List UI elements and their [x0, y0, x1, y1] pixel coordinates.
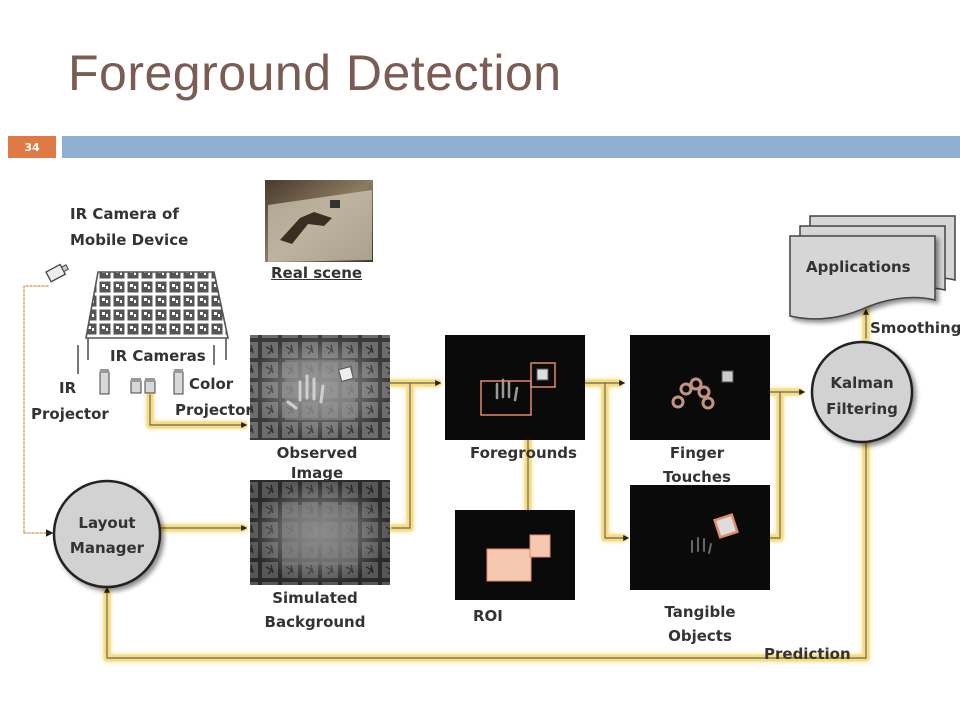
smoothing-label: Smoothing	[870, 319, 960, 337]
ir-cameras-label: IR Cameras	[110, 347, 206, 365]
finger-touches-label-line2: Touches	[663, 468, 731, 486]
tangible-objects-label-line2: Objects	[668, 627, 732, 645]
roi-label: ROI	[473, 607, 503, 625]
kalman-label-line2: Filtering	[826, 400, 898, 418]
ir-camera-label-line2: Mobile Device	[70, 231, 189, 249]
ir-camera-label-line1: IR Camera of	[70, 205, 179, 223]
color-projector-label-line2: Projector	[175, 401, 253, 419]
foregrounds-image	[445, 335, 585, 440]
tangible-objects-label-line1: Tangible	[664, 603, 736, 621]
color-projector-label-line1: Color	[189, 375, 234, 393]
flow-connectors	[23, 285, 870, 662]
finger-touches-label-line1: Finger	[669, 444, 725, 462]
prediction-label: Prediction	[764, 645, 851, 663]
observed-image-label-line1: Observed	[276, 444, 358, 462]
slide-number: 34	[8, 136, 56, 158]
simulated-background-label-line1: Simulated	[272, 589, 358, 607]
kalman-filtering-node	[810, 340, 914, 444]
layout-manager-node	[52, 479, 162, 589]
foregrounds-label: Foregrounds	[470, 444, 577, 462]
finger-touches-image	[630, 335, 770, 440]
applications-icon	[789, 215, 956, 320]
slide-title: Foreground Detection	[68, 45, 562, 101]
ir-projector-label-line2: Projector	[31, 405, 109, 423]
layout-manager-label-line1: Layout	[78, 514, 136, 532]
ir-projector-label-line1: IR	[59, 379, 77, 397]
ir-projector-icon	[99, 369, 110, 395]
camera-icon	[45, 263, 69, 283]
observed-image-label-line2: Image	[290, 464, 344, 482]
applications-label: Applications	[806, 258, 911, 276]
simulated-background-label-line2: Background	[264, 613, 366, 631]
tangible-objects-image	[630, 485, 770, 590]
marker-table	[77, 271, 229, 374]
kalman-label-line1: Kalman	[830, 374, 894, 392]
ir-cameras-icon	[130, 378, 156, 394]
real-scene-label: Real scene	[271, 264, 363, 282]
simulated-background-image	[250, 480, 390, 585]
title-accent-bar	[62, 136, 960, 158]
observed-image	[250, 335, 390, 440]
roi-image	[455, 510, 575, 600]
color-projector-icon	[173, 369, 184, 395]
real-scene-image	[265, 180, 373, 262]
layout-manager-label-line2: Manager	[69, 539, 145, 557]
